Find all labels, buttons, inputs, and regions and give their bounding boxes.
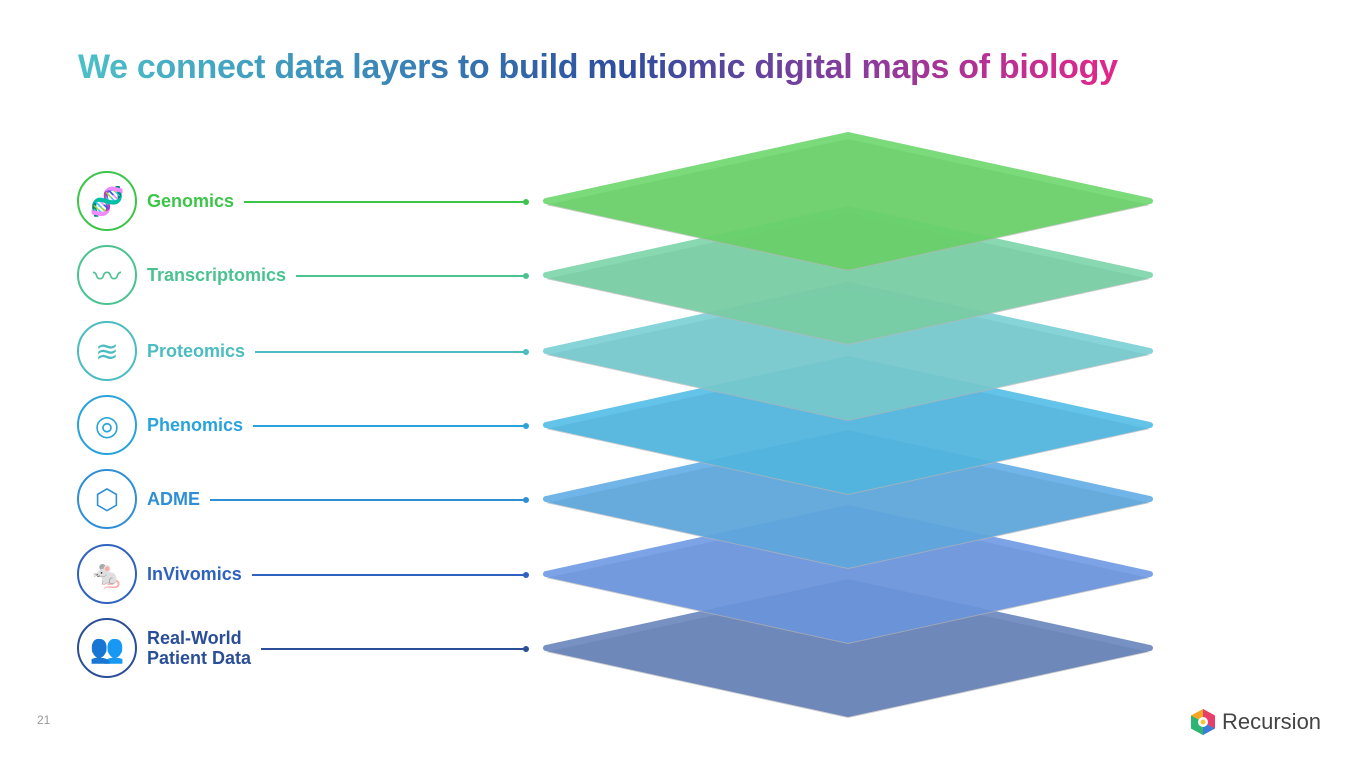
mouse-icon: 🐁 bbox=[77, 544, 137, 604]
brand-name: Recursion bbox=[1222, 709, 1322, 734]
layer-label: Proteomics bbox=[147, 341, 246, 361]
data-layer-plane bbox=[543, 356, 1153, 494]
connector-line bbox=[255, 351, 526, 353]
layer-label: Transcriptomics bbox=[147, 265, 287, 285]
dna-icon: 🧬 bbox=[77, 171, 137, 231]
layer-label-row: ≋ Proteomics bbox=[77, 320, 245, 382]
protein-icon: ≋ bbox=[77, 321, 137, 381]
data-layer-plane bbox=[543, 282, 1153, 420]
rna-icon: 〰 bbox=[77, 245, 137, 305]
layer-label-row: ◎ Phenomics bbox=[77, 394, 243, 456]
recursion-hexagon-icon bbox=[1191, 709, 1215, 735]
connector-dot bbox=[523, 273, 529, 279]
data-layer-plane bbox=[543, 430, 1153, 568]
cell-icon: ◎ bbox=[77, 395, 137, 455]
connector-line bbox=[253, 425, 526, 427]
molecule-icon: ⬡ bbox=[77, 469, 137, 529]
patients-icon: 👥 bbox=[77, 618, 137, 678]
connector-line bbox=[251, 574, 526, 576]
layer-label-row: 〰 Transcriptomics bbox=[77, 244, 286, 306]
connector-dot bbox=[523, 423, 529, 429]
data-layer-plane bbox=[543, 579, 1153, 717]
layer-label: ADME bbox=[147, 489, 200, 509]
layer-label: InVivomics bbox=[147, 564, 242, 584]
connector-dot bbox=[523, 497, 529, 503]
data-layer-plane bbox=[543, 132, 1153, 270]
connector-line bbox=[261, 648, 526, 650]
data-layer-plane bbox=[543, 206, 1153, 344]
page-number: 21 bbox=[37, 713, 51, 727]
layer-label-row: 🧬 Genomics bbox=[77, 170, 234, 232]
connector-line bbox=[210, 499, 526, 501]
connector-dot bbox=[523, 349, 529, 355]
layer-label-row: ⬡ ADME bbox=[77, 468, 200, 530]
recursion-logo: Recursion bbox=[1190, 708, 1321, 736]
layer-label-row: 🐁 InVivomics bbox=[77, 543, 242, 605]
layer-label: Genomics bbox=[147, 191, 235, 211]
connector-dot bbox=[523, 199, 529, 205]
slide-title: We connect data layers to build multiomi… bbox=[78, 48, 1118, 86]
layer-label: Phenomics bbox=[147, 415, 244, 435]
connector-line bbox=[244, 201, 526, 203]
connector-dot bbox=[523, 646, 529, 652]
connector-dot bbox=[523, 572, 529, 578]
data-layer-plane bbox=[543, 505, 1153, 643]
connector-line bbox=[296, 275, 526, 277]
